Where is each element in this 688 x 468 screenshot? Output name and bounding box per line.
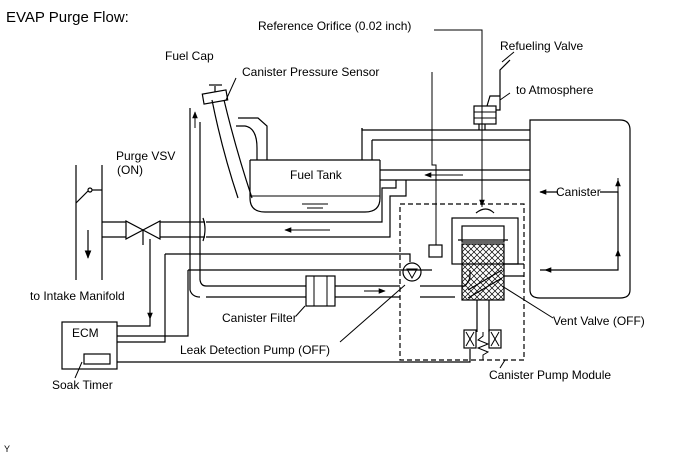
label-refueling-valve: Refueling Valve [500, 39, 583, 53]
vapor-line-left [189, 108, 207, 298]
refueling-valve [473, 59, 511, 130]
corner-mark: Y [4, 444, 10, 454]
label-leak-detection-pump: Leak Detection Pump (OFF) [180, 343, 330, 357]
leak-pump-leader [339, 284, 406, 343]
label-to-intake-manifold: to Intake Manifold [30, 289, 125, 303]
ecm-box [61, 321, 118, 370]
intake-manifold-duct [75, 165, 103, 280]
canister-filter-leader [295, 305, 306, 317]
canister-pump-module-box [399, 203, 525, 361]
soak-timer-leader [74, 361, 83, 379]
label-canister-pump-module: Canister Pump Module [489, 368, 611, 382]
fuel-cap-leader [225, 77, 237, 101]
fuel-tank [249, 159, 381, 213]
leak-detection-pump [402, 262, 422, 282]
canister-filter-line [206, 270, 471, 298]
label-fuel-tank: Fuel Tank [290, 168, 343, 182]
label-soak-timer: Soak Timer [52, 378, 113, 392]
tank-vent-lines [236, 117, 530, 160]
reference-orifice-leader [434, 29, 483, 207]
label-canister-pressure-sensor: Canister Pressure Sensor [242, 65, 379, 79]
tank-canister-line [380, 169, 530, 181]
purge-vsv-valve [125, 220, 161, 245]
label-purge-vsv-state: (ON) [117, 163, 143, 177]
to-atmosphere-leader [499, 92, 511, 101]
purge-line [102, 217, 206, 242]
label-reference-orifice: Reference Orifice (0.02 inch) [258, 19, 411, 33]
vent-valve-assembly [451, 208, 524, 360]
refueling-valve-leader [501, 51, 515, 63]
label-canister-filter: Canister Filter [222, 311, 297, 325]
diagram-title: EVAP Purge Flow: [6, 9, 129, 26]
ecm-wiring [117, 239, 471, 363]
canister [529, 119, 631, 299]
label-to-atmosphere: to Atmosphere [516, 83, 594, 97]
canister-filter [305, 275, 336, 307]
vent-valve-leader [501, 285, 554, 319]
label-fuel-cap: Fuel Cap [165, 49, 214, 63]
label-ecm: ECM [72, 326, 99, 340]
label-purge-vsv: Purge VSV [116, 149, 175, 163]
label-vent-valve: Vent Valve (OFF) [553, 314, 645, 328]
pressure-sensor-leader [431, 72, 437, 245]
soak-timer-box [83, 353, 111, 365]
label-canister: Canister [556, 185, 601, 199]
purge-return-line [206, 180, 407, 238]
pump-module-leader [499, 359, 506, 369]
pump-triangle [406, 268, 418, 280]
canister-pressure-sensor [428, 244, 443, 258]
fuel-filler-pipe [201, 84, 253, 199]
